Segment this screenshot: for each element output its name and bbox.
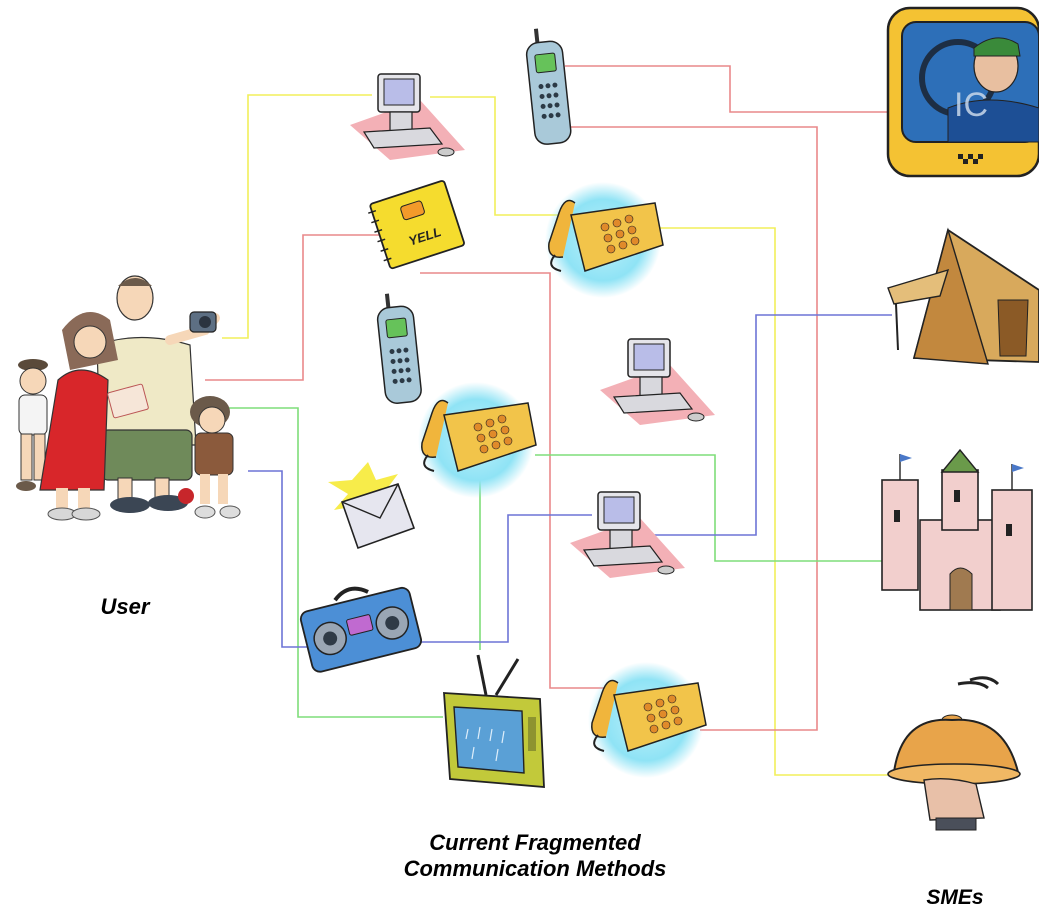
blue-line-computer-tent — [648, 314, 892, 536]
center-caption: Current Fragmented Communication Methods — [350, 830, 720, 882]
green-line-phone-castle — [535, 454, 892, 562]
desktop-computer-icon — [350, 73, 465, 160]
smes-label: SMEs — [926, 886, 984, 909]
blue-line-user-radio — [248, 470, 318, 648]
user-label: User — [100, 594, 150, 619]
desk-phone-icon — [588, 662, 707, 778]
desk-phone-icon — [545, 182, 664, 298]
castle-icon — [881, 448, 1033, 611]
television-icon — [443, 654, 545, 788]
desk-phone-icon — [418, 382, 537, 498]
tent-icon — [887, 227, 1039, 365]
yellow-line-computer-phone — [430, 96, 568, 216]
yellow-line-phone-cloche — [660, 227, 892, 776]
taxi-sign-text: IC — [954, 86, 988, 124]
email-envelope-icon — [328, 462, 416, 550]
desktop-computer-icon — [600, 338, 715, 425]
mobile-phone-icon — [525, 28, 572, 145]
user-family-icon — [16, 275, 241, 521]
desktop-computer-icon — [570, 491, 685, 578]
blue-line-radio-computer — [395, 514, 592, 643]
red-line-yellowpages-deskphone — [420, 272, 610, 689]
red-line-mobile-deskphone — [565, 126, 818, 731]
yellow-pages-book-icon: YELL — [368, 180, 465, 270]
taxi-driver-icon: IC — [886, 6, 1039, 178]
center-caption-line-2: Communication Methods — [403, 856, 667, 881]
radio-boombox-icon — [299, 586, 423, 673]
red-line-mobile-taxi — [565, 65, 890, 113]
green-line-user-tv — [228, 407, 443, 718]
center-caption-line-1: Current Fragmented — [429, 830, 641, 855]
restaurant-cloche-icon — [887, 676, 1021, 831]
yellow-line-user-computer — [222, 94, 372, 339]
red-line-user-yellowpages — [205, 234, 385, 381]
connector-lines — [205, 65, 892, 776]
mobile-phone-icon — [376, 293, 422, 404]
